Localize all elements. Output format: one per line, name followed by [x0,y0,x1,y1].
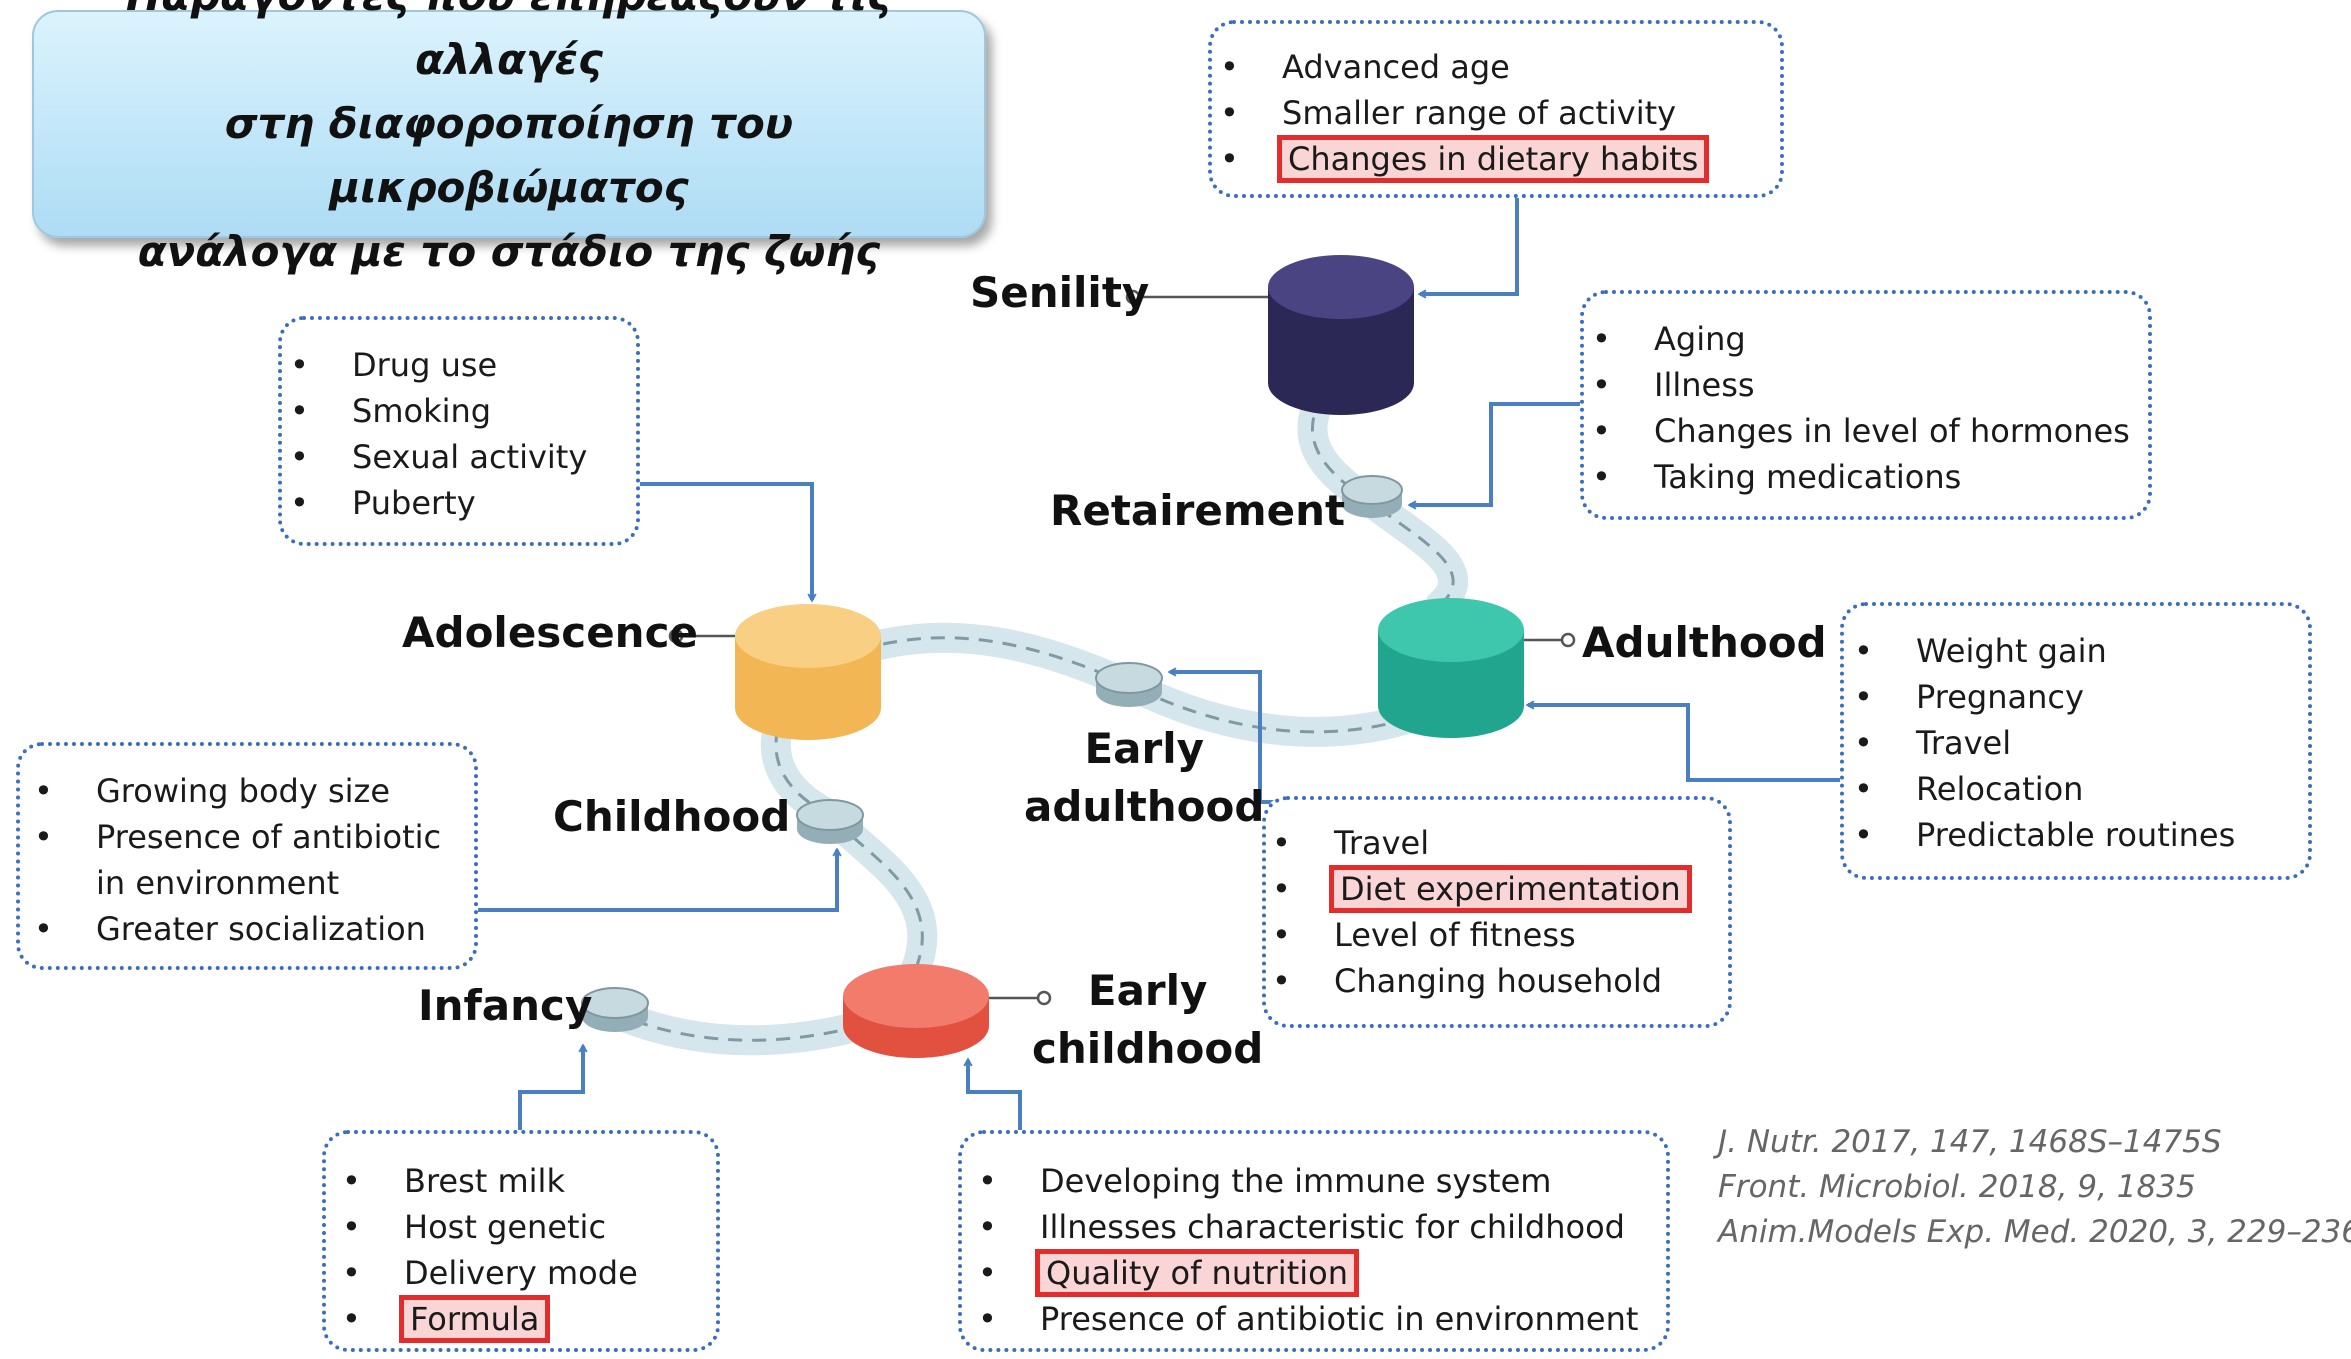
factor-item: Smaller range of activity [1194,90,1780,136]
factor-item: Sexual activity [264,434,636,480]
factor-item: Smoking [264,388,636,434]
factor-item: Travel [1246,820,1728,866]
stage-label-childhood: Childhood [553,792,791,841]
stage-label-early-childhood-line-2: childhood [1032,1024,1264,1073]
factor-item: Travel [1828,720,2308,766]
title-text: Παράγοντες που επηρεάζουν τις αλλαγές στ… [34,0,984,284]
stage-leader-lines [668,289,1576,1006]
factor-item: Illness [1566,362,2148,408]
factor-item: Changes in level of hormones [1566,408,2148,454]
cylinder-adolescence [735,604,881,740]
factors-box-infancy: Brest milk Host genetic Delivery mode Fo… [322,1130,720,1352]
factor-item: Illnesses characteristic for childhood [952,1204,1666,1250]
small-disk-retirement [1341,475,1403,518]
factor-item: Presence of antibiotic [8,814,474,860]
factors-box-adulthood: Weight gain Pregnancy Travel Relocation … [1840,602,2312,880]
factor-item: Greater socialization [8,906,474,952]
stage-label-adulthood: Adulthood [1582,618,1827,667]
stage-label-early-childhood: Early childhood [1032,962,1263,1078]
title-line-3: ανάλογα με το στάδιο της ζωής [137,227,881,276]
stage-label-adolescence: Adolescence [402,608,698,657]
stage-label-senility: Senility [970,268,1150,317]
factor-item: Changing household [1246,958,1728,1004]
reference-item: Anim.Models Exp. Med. 2020, 3, 229–236 [1718,1214,2351,1250]
stage-label-retirement: Retairement [1050,486,1346,535]
factors-box-retirement: Aging Illness Changes in level of hormon… [1580,290,2152,520]
factors-box-early-adulthood: Travel Diet experimentation Level of fit… [1262,796,1732,1028]
stage-label-infancy: Infancy [418,981,593,1030]
reference-item: J. Nutr. 2017, 147, 1468S–1475S [1718,1124,2222,1160]
factor-item: Quality of nutrition [952,1249,1666,1297]
factor-item: Delivery mode [316,1250,716,1296]
stage-label-early-adulthood: Early adulthood [1024,720,1264,836]
factor-item: Growing body size [8,768,474,814]
highlighted-factor: Changes in dietary habits [1276,135,1710,183]
cylinder-early-childhood [843,964,989,1058]
cylinder-senility [1268,255,1414,415]
highlighted-factor: Formula [398,1295,551,1343]
factor-item: Drug use [264,342,636,388]
factor-item: Diet experimentation [1246,865,1728,913]
factor-item: Changes in dietary habits [1194,135,1780,183]
stage-label-early-adulthood-line-1: Early [1084,724,1204,773]
references: J. Nutr. 2017, 147, 1468S–1475S Front. M… [1718,1120,2351,1255]
title-line-2: στη διαφοροποίηση του μικροβιώματος [224,99,794,212]
factor-item: Level of fitness [1246,912,1728,958]
small-disk-infancy [581,987,649,1032]
factor-item-continued: in environment [96,864,340,902]
cylinder-adulthood [1378,598,1524,738]
factor-item: Weight gain [1828,628,2308,674]
factor-item: Advanced age [1194,44,1780,90]
title-banner: Παράγοντες που επηρεάζουν τις αλλαγές στ… [32,0,986,276]
factor-item: Relocation [1828,766,2308,812]
factor-item: Host genetic [316,1204,716,1250]
factor-item: Formula [316,1295,716,1343]
title-line-1: Παράγοντες που επηρεάζουν τις αλλαγές [126,0,892,84]
highlighted-factor: Quality of nutrition [1035,1249,1359,1297]
factor-item: Aging [1566,316,2148,362]
factors-box-early-childhood: Developing the immune system Illnesses c… [958,1130,1670,1352]
factors-box-childhood: Growing body size Presence of antibiotic… [16,742,478,970]
factors-box-adolescence: Drug use Smoking Sexual activity Puberty [278,316,640,546]
factor-item: Pregnancy [1828,674,2308,720]
small-disk-early-adulthood [1095,662,1163,707]
factor-item: Predictable routines [1828,812,2308,858]
stage-label-early-adulthood-line-2: adulthood [1024,782,1265,831]
factor-item: Developing the immune system [952,1158,1666,1204]
small-disk-childhood [796,799,864,844]
factor-item: Presence of antibiotic in environment [952,1296,1666,1342]
reference-item: Front. Microbiol. 2018, 9, 1835 [1718,1169,2196,1205]
factor-item: Taking medications [1566,454,2148,500]
highlighted-factor: Diet experimentation [1329,865,1692,913]
factors-box-senility: Advanced age Smaller range of activity C… [1208,20,1784,198]
factor-item: Brest milk [316,1158,716,1204]
stage-label-early-childhood-line-1: Early [1087,966,1208,1015]
factor-item: Puberty [264,480,636,526]
